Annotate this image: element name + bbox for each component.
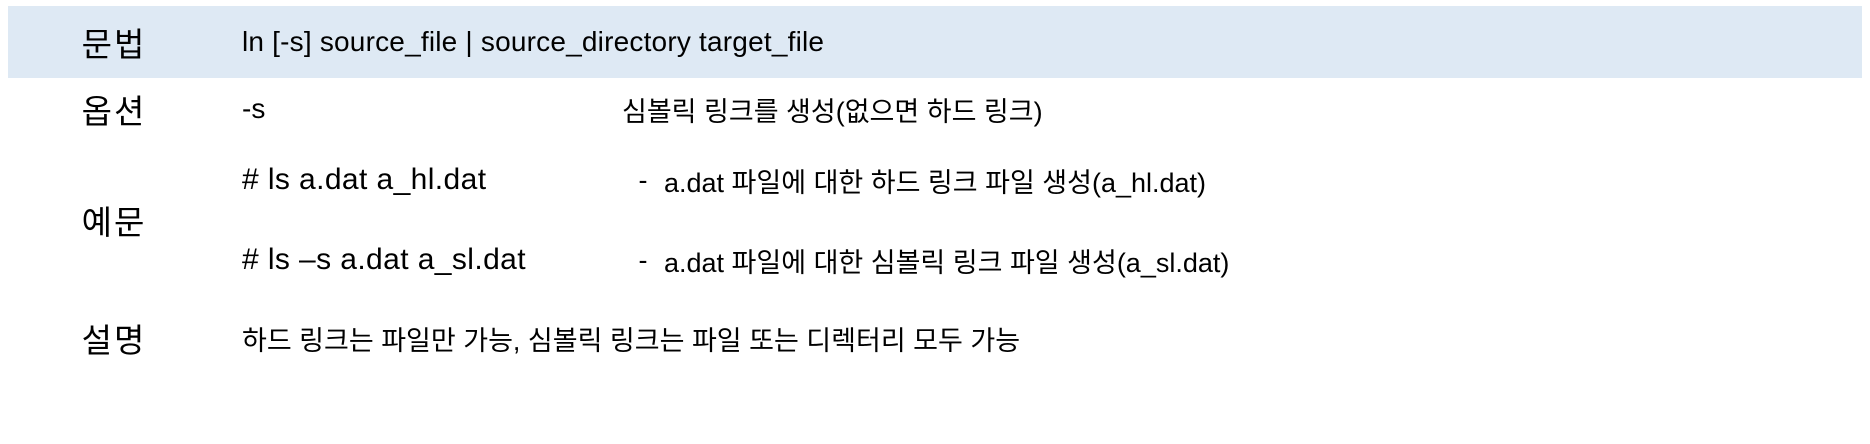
row-label-syntax: 문법: [8, 6, 220, 78]
example-description-2: a.dat 파일에 대한 심볼릭 링크 파일 생성(a_sl.dat): [664, 247, 1230, 278]
syntax-text: ln [-s] source_file | source_directory t…: [242, 26, 825, 57]
option-line: -s 심볼릭 링크를 생성(없으면 하드 링크): [242, 90, 1862, 129]
table-row-option: 옵션 -s 심볼릭 링크를 생성(없으면 하드 링크): [8, 78, 1862, 140]
row-body-syntax: ln [-s] source_file | source_directory t…: [220, 6, 1862, 78]
row-label-description: 설명: [8, 300, 220, 376]
option-flag: -s: [242, 93, 266, 124]
row-body-example-1: # ls a.dat a_hl.dat - a.dat 파일에 대한 하드 링크…: [220, 140, 1862, 220]
table-row-syntax: 문법 ln [-s] source_file | source_director…: [8, 6, 1862, 78]
description-text: 하드 링크는 파일만 가능, 심볼릭 링크는 파일 또는 디렉터리 모두 가능: [242, 325, 1021, 356]
table-row-description: 설명 하드 링크는 파일만 가능, 심볼릭 링크는 파일 또는 디렉터리 모두 …: [8, 300, 1862, 376]
table-row-example-2: # ls –s a.dat a_sl.dat - a.dat 파일에 대한 심볼…: [8, 220, 1862, 300]
row-body-description: 하드 링크는 파일만 가능, 심볼릭 링크는 파일 또는 디렉터리 모두 가능: [220, 300, 1862, 376]
row-label-examples: 예문: [8, 140, 220, 300]
example-line-1: # ls a.dat a_hl.dat - a.dat 파일에 대한 하드 링크…: [242, 161, 1862, 200]
option-description: 심볼릭 링크를 생성(없으면 하드 링크): [622, 96, 1043, 127]
example-dash-1: -: [638, 164, 648, 195]
table-row-example-1: 예문 # ls a.dat a_hl.dat - a.dat 파일에 대한 하드…: [8, 140, 1862, 300]
row-body-option: -s 심볼릭 링크를 생성(없으면 하드 링크): [220, 78, 1862, 140]
example-command-2: # ls –s a.dat a_sl.dat: [242, 243, 526, 276]
row-label-option: 옵션: [8, 78, 220, 140]
command-reference-table: 문법 ln [-s] source_file | source_director…: [8, 6, 1862, 376]
example-line-2: # ls –s a.dat a_sl.dat - a.dat 파일에 대한 심볼…: [242, 241, 1862, 280]
example-description-1: a.dat 파일에 대한 하드 링크 파일 생성(a_hl.dat): [664, 167, 1207, 198]
example-dash-2: -: [638, 244, 648, 275]
example-command-1: # ls a.dat a_hl.dat: [242, 163, 487, 196]
row-body-example-2: # ls –s a.dat a_sl.dat - a.dat 파일에 대한 심볼…: [220, 220, 1862, 300]
